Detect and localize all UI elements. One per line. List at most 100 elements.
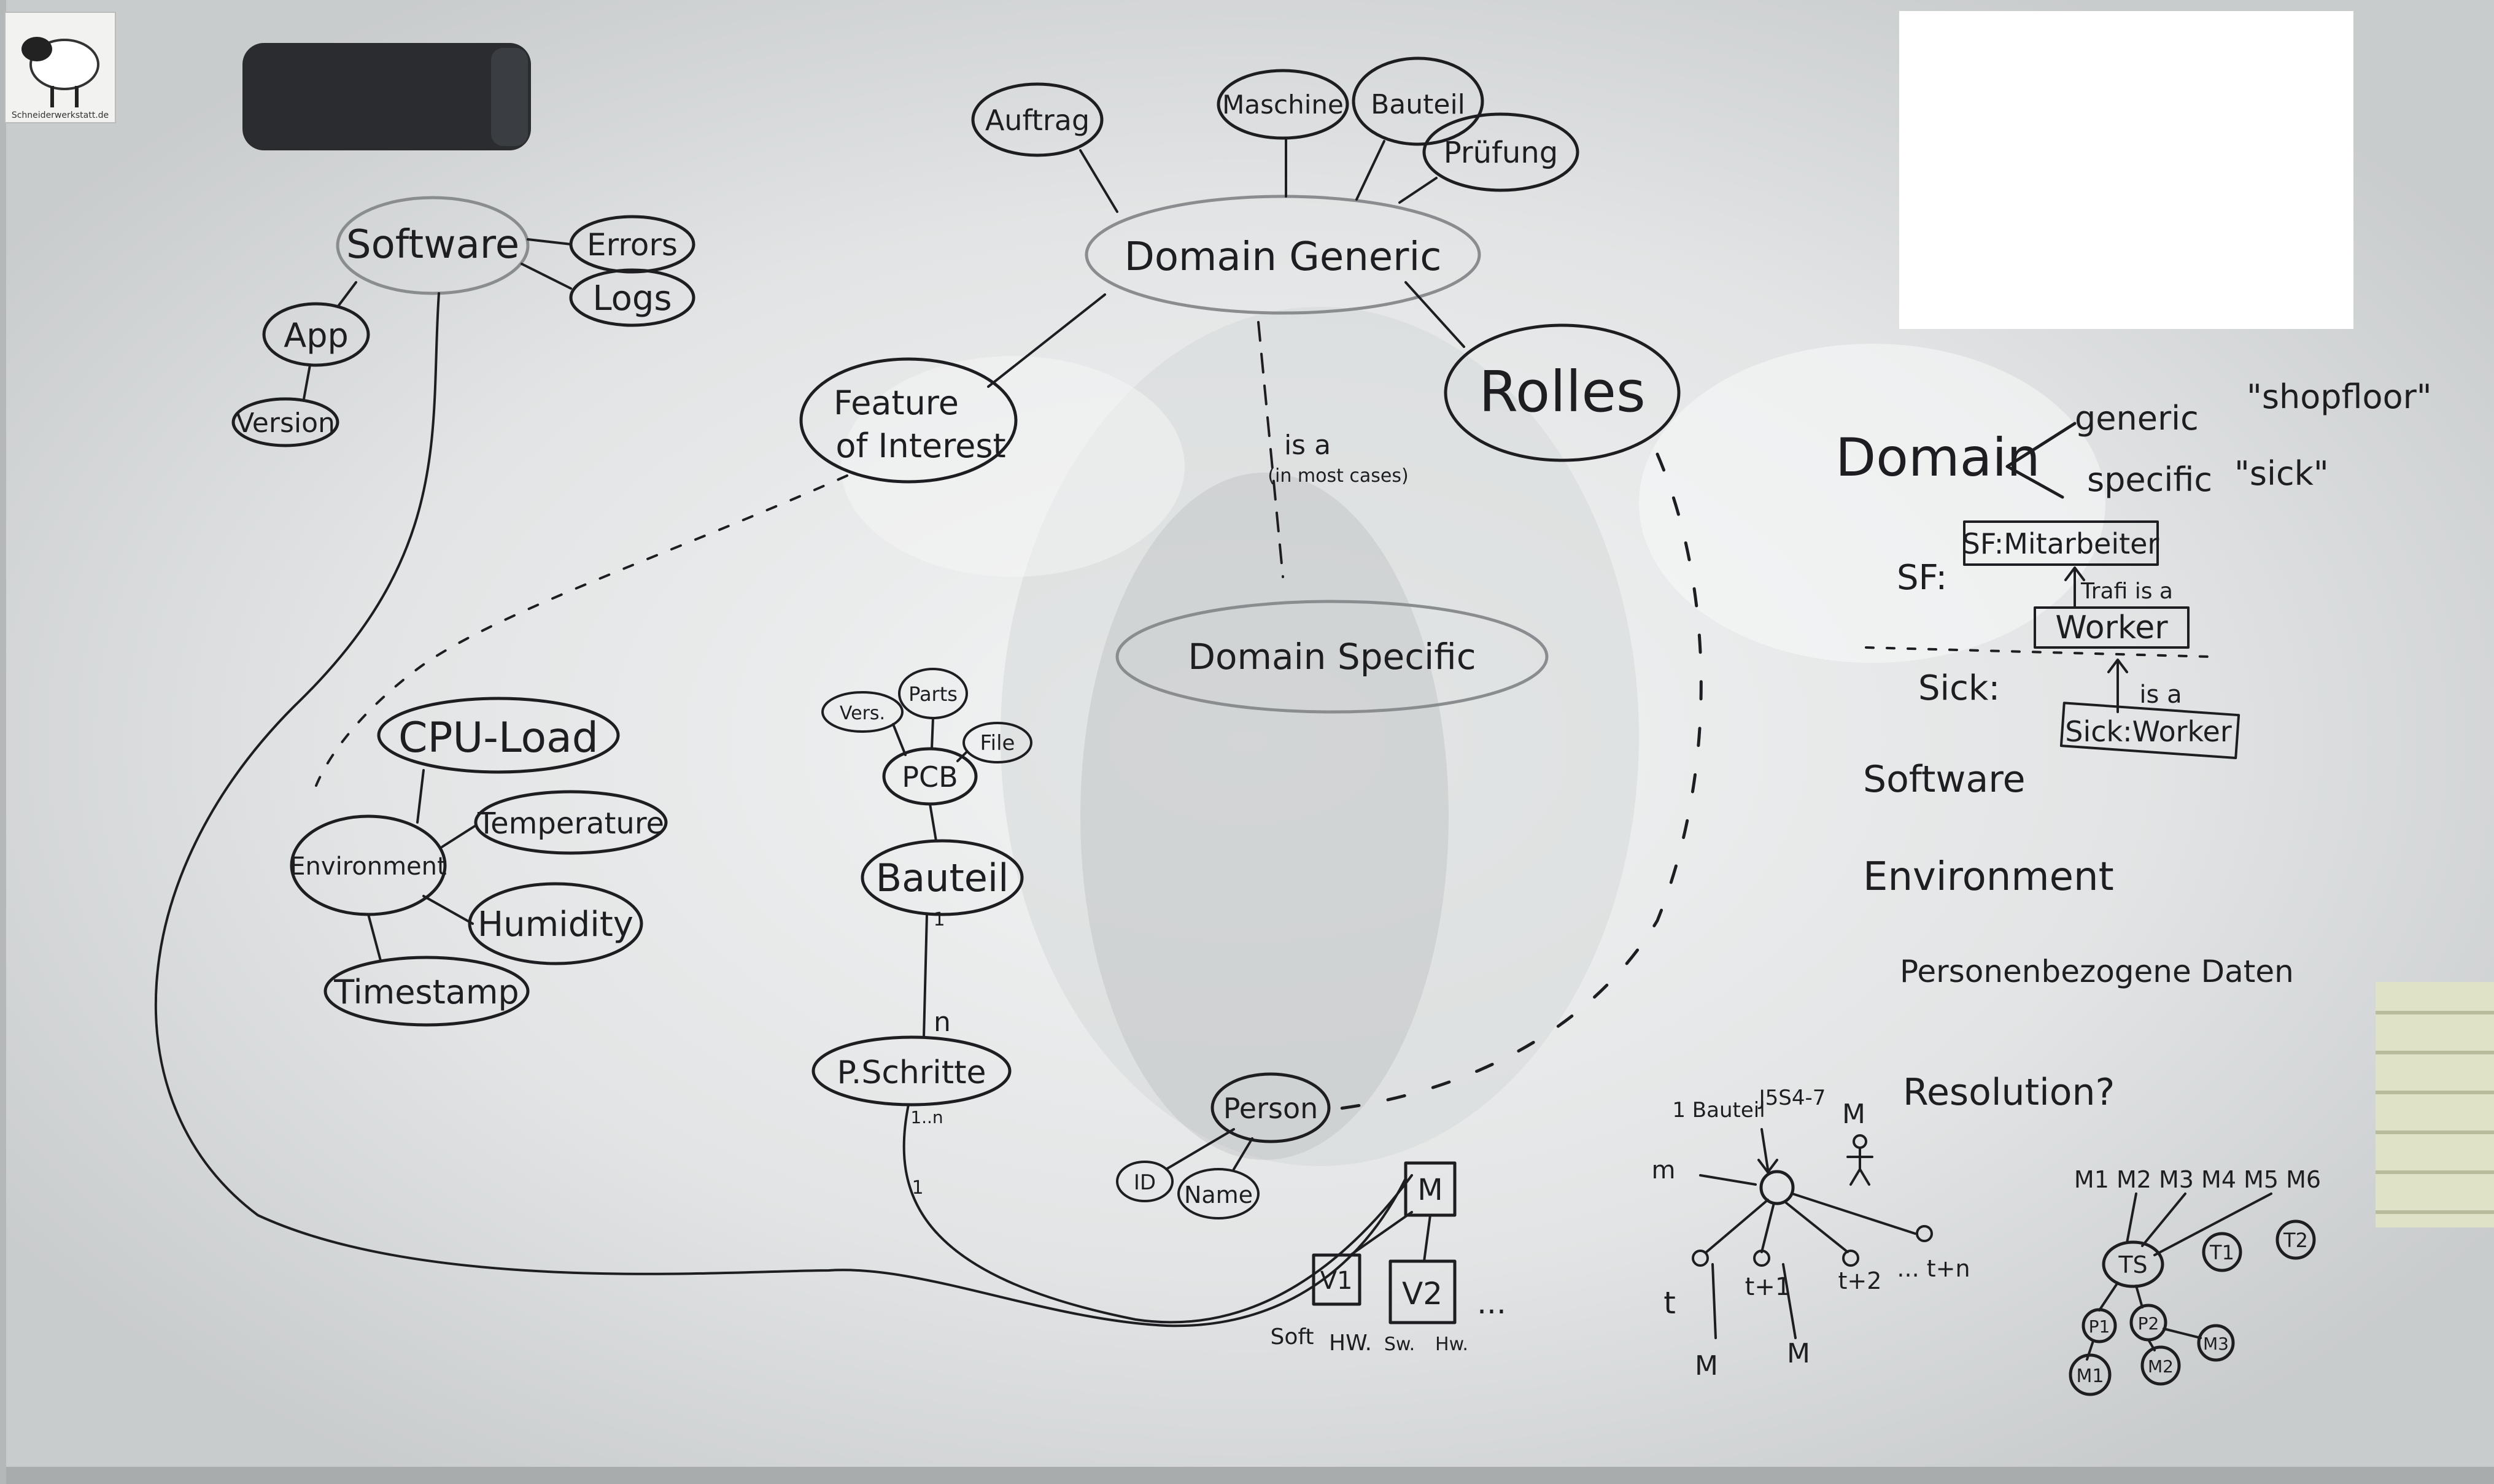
domain-specific-node — [1115, 600, 1549, 714]
domain-feature-edge — [987, 293, 1106, 388]
t2-node — [1842, 1250, 1859, 1267]
software-node — [336, 196, 530, 295]
app-label: App — [284, 316, 349, 355]
ts-node — [2102, 1240, 2164, 1288]
tn-label: ... t+n — [1897, 1255, 1970, 1282]
pruefung-node — [1422, 112, 1579, 192]
p2-m3-edge — [2163, 1327, 2202, 1339]
bauteil2-node — [861, 839, 1024, 916]
timestamp-node — [323, 956, 530, 1027]
v2-box — [1388, 1259, 1457, 1324]
v1-label: V1 — [1320, 1267, 1353, 1295]
person-name-edge — [1233, 1137, 1253, 1170]
tree-edge-t2 — [1785, 1202, 1849, 1253]
pruefung-edge — [1398, 177, 1438, 204]
v1-box — [1312, 1253, 1361, 1306]
maschine-node — [1217, 69, 1349, 140]
feature-env-dashed — [315, 474, 848, 787]
tn-node — [1916, 1225, 1933, 1242]
person-icon-body — [1846, 1146, 1873, 1186]
environment-label: Environment — [290, 852, 446, 881]
bauteil-id-label: J5S4-7 — [1758, 1086, 1826, 1110]
m2-label: M2 — [2148, 1356, 2174, 1377]
header-to-ts-edge-2 — [2141, 1192, 2186, 1247]
t-node — [1692, 1250, 1709, 1267]
marker-holder — [2376, 982, 2494, 1227]
software-note: Software — [1863, 758, 2026, 801]
m2-node — [2140, 1345, 2181, 1386]
m-top: M — [1842, 1099, 1865, 1130]
t1-small-node — [2202, 1232, 2242, 1272]
p-schritte-label: P.Schritte — [837, 1054, 986, 1091]
humidity-label: Humidity — [478, 905, 633, 945]
machine-box-label: M — [1417, 1173, 1443, 1207]
card-1n: 1..n — [910, 1107, 943, 1127]
machine-v1-edge — [1349, 1211, 1413, 1256]
name-node — [1177, 1168, 1260, 1219]
t2-small-label: T2 — [2283, 1229, 2308, 1252]
timestamp-label: Timestamp — [333, 973, 519, 1011]
file-label: File — [980, 731, 1015, 756]
env-timestamp-edge — [367, 913, 382, 962]
person-reflection — [1080, 473, 1449, 1160]
auftrag-label: Auftrag — [985, 104, 1090, 137]
t2-small-node — [2275, 1219, 2316, 1260]
small-tree: M1 M2 M3 M4 M5 M6 TS T1 T2 P1 P2 M1 M2 M… — [2069, 1166, 2321, 1396]
person-id-edge — [1165, 1128, 1235, 1170]
env-temp-edge — [441, 824, 477, 848]
parts-label: Parts — [908, 682, 958, 706]
person-node — [1210, 1072, 1331, 1143]
software-errors-edge — [527, 238, 572, 245]
card-1-bottom: 1 — [912, 1177, 923, 1199]
maschine-label: Maschine — [1222, 90, 1344, 120]
logo-caption: Schneiderwerkstatt.de — [12, 110, 109, 120]
software-mindmap: Software Errors Logs App Version — [231, 196, 695, 447]
humidity-node — [468, 882, 643, 965]
software-app-edge — [336, 281, 357, 308]
auftrag-edge — [1079, 149, 1118, 213]
right-notes: Domain generic "shopfloor" specific "sic… — [1835, 377, 2432, 1114]
id-node — [1116, 1161, 1174, 1202]
logo-sticker: Schneiderwerkstatt.de — [4, 12, 116, 123]
t-label: t — [1663, 1285, 1676, 1321]
trafi-is-a: Trafi is a — [2080, 579, 2173, 604]
card-n: n — [934, 1007, 951, 1038]
generic-specific-dashed — [1257, 321, 1284, 578]
domain-mindmap: Auftrag Maschine Bauteil Prüfung Domain … — [315, 56, 1703, 1113]
feature-label-1: Feature — [834, 384, 959, 422]
temperature-node — [474, 790, 668, 855]
bauteil2-label: Bauteil — [876, 856, 1009, 900]
bauteil-label: Bauteil — [1371, 89, 1465, 120]
rolles-label: Rolles — [1479, 359, 1646, 425]
domain-specific-label: Domain Specific — [1188, 636, 1476, 678]
header-to-ts-edge-1 — [2126, 1192, 2137, 1244]
worker-label: Worker — [2055, 609, 2168, 646]
env-cpu-edge — [416, 769, 425, 824]
person-mindmap: Person ID Name M V1 V2 ... Soft HW. Sw. … — [1116, 1072, 1506, 1356]
m-left: m — [1652, 1156, 1676, 1184]
p1-label: P1 — [2089, 1316, 2110, 1337]
version-label: Version — [236, 408, 335, 439]
p1-node — [2082, 1308, 2117, 1343]
t1-node — [1753, 1250, 1770, 1267]
worker-to-mitarbeiter-arrow — [2064, 566, 2085, 609]
cpu-load-node — [377, 697, 620, 774]
timeline-tree: 1 Bauteil J5S4-7 m M t t+1 t+2 ... t+n M… — [1652, 1086, 1970, 1382]
sick-worker-label: Sick:Worker — [2065, 715, 2232, 748]
id-label: ID — [1134, 1170, 1156, 1195]
sick-label: Sick: — [1918, 668, 2000, 708]
is-a-note: (in most cases) — [1268, 465, 1408, 487]
window-reflection — [1639, 344, 2105, 663]
logs-node — [569, 268, 695, 327]
t1-small-label: T1 — [2209, 1241, 2234, 1264]
logs-label: Logs — [592, 279, 672, 319]
t2-label: t+2 — [1838, 1267, 1882, 1294]
pcb-label: PCB — [902, 760, 958, 794]
is-a-label: is a — [1284, 430, 1331, 461]
board-frame-bottom — [0, 1467, 2494, 1484]
ts-label: TS — [2118, 1251, 2147, 1278]
app-node — [262, 302, 370, 367]
env-humidity-edge — [422, 895, 474, 925]
sw-label: Sw. — [1384, 1334, 1415, 1355]
